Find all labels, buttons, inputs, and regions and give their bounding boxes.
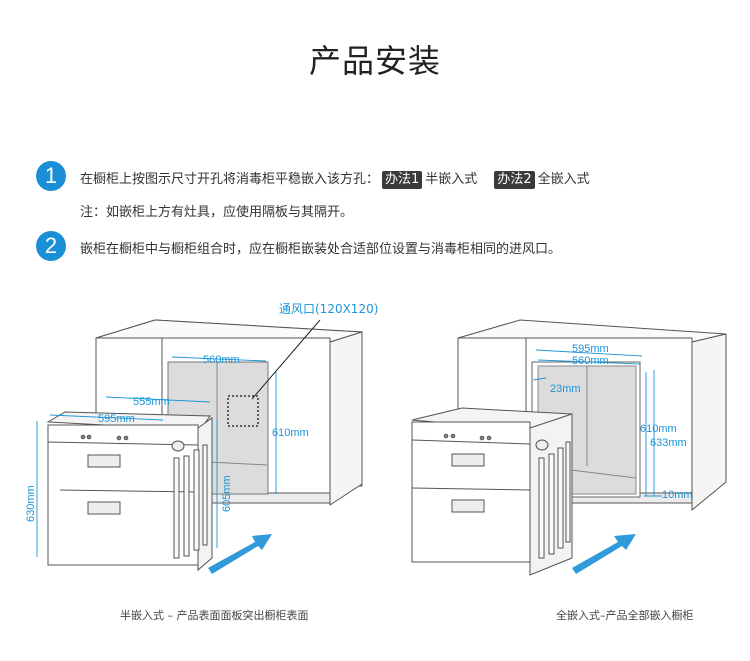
insert-arrow-icon (572, 534, 636, 574)
fully-embedded-diagram: 595mm 560mm 23mm 610mm 633mm 10mm (411, 319, 727, 576)
vent-leader-line (251, 319, 321, 400)
dim-opening-height: 610mm (272, 427, 309, 439)
method-1-label: 半嵌入式 (425, 172, 478, 187)
semi-embedded-caption: 半嵌入式 – 产品表面面板突出橱柜表面 (120, 609, 309, 622)
dim-outer-height: 633mm (650, 437, 687, 449)
dim-bottom-gap: 10mm (662, 489, 693, 501)
step-1-text: 在橱柜上按图示尺寸开孔将消毒柜平稳嵌入该方孔： (80, 172, 380, 187)
dim-outer-width: 595mm (572, 343, 609, 355)
dimension-lines (36, 356, 277, 557)
step-2-instruction: 嵌柜在橱柜中与橱柜组合时，应在橱柜嵌装处合适部位设置与消毒柜相同的进风口。 (80, 242, 562, 257)
step-1-note: 注：如嵌柜上方有灶具，应使用隔板与其隔开。 (80, 205, 354, 220)
dimension-lines (532, 349, 662, 497)
semi-embedded-diagram: 560mm 555mm 595mm 610mm 630mm 605mm 通风口(… (25, 302, 378, 574)
cabinet-side (329, 331, 363, 506)
dim-opening-height: 610mm (640, 423, 677, 435)
dim-opening-width: 560mm (203, 354, 240, 366)
vent-opening (227, 395, 259, 427)
dim-unit-height: 630mm (25, 485, 37, 522)
method-2-tag: 办法2 (494, 171, 535, 189)
fully-embedded-caption: 全嵌入式–产品全部嵌入橱柜 (556, 609, 694, 622)
dim-inner-height: 605mm (221, 475, 233, 512)
dim-unit-width: 595mm (98, 413, 135, 425)
insert-arrow-icon (208, 534, 272, 574)
dim-side-gap: 23mm (550, 383, 581, 395)
method-2-label: 全嵌入式 (537, 172, 590, 187)
vent-label: 通风口(120X120) (279, 302, 378, 316)
method-1-tag: 办法1 (382, 171, 423, 189)
dim-depth: 555mm (133, 396, 170, 408)
disinfection-cabinet-unit (46, 411, 213, 572)
step-2-badge: 2 (36, 231, 66, 261)
page-title: 产品安装 (308, 42, 441, 80)
dim-opening-width: 560mm (572, 355, 609, 367)
disinfection-cabinet-unit (411, 407, 573, 576)
step-1-badge: 1 (36, 161, 66, 191)
